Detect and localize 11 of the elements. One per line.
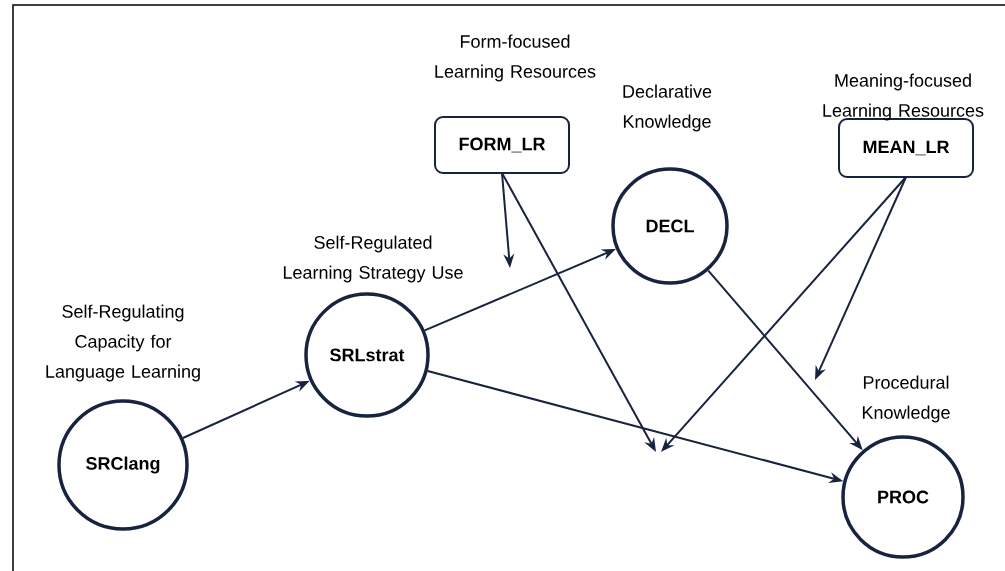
rounded-box: FORM_LR xyxy=(434,116,570,174)
node-caption: Declarative Knowledge xyxy=(623,84,712,132)
node-caption: Self-Regulating Capacity for Language Learning xyxy=(46,304,200,382)
node-caption: Procedural Knowledge xyxy=(862,375,950,423)
circle-node: PROC xyxy=(841,435,965,559)
node-caption: Self-Regulated Learning Strategy Use xyxy=(283,235,463,283)
circle-node: DECL xyxy=(611,167,729,285)
circle-node: SRLstrat xyxy=(304,292,430,418)
node-caption: Form-focused Learning Resources xyxy=(435,34,596,82)
circle-node: SRClang xyxy=(57,399,189,531)
node-caption: Meaning-focused Learning Resources xyxy=(823,73,984,121)
